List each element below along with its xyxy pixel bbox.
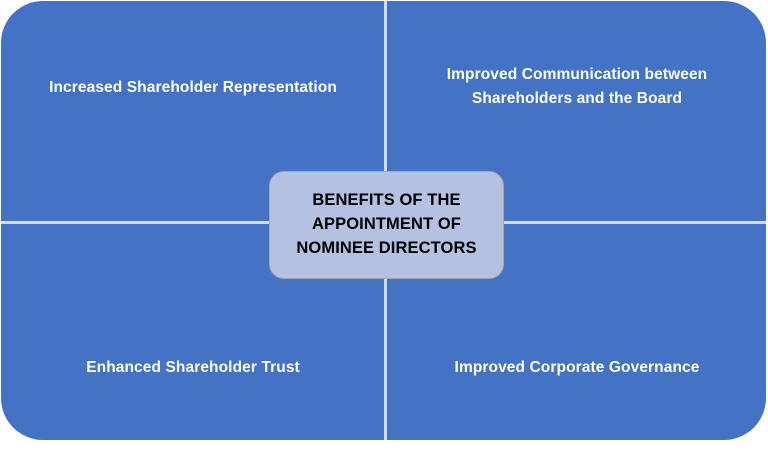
quadrant-bottom-left-label: Enhanced Shareholder Trust: [86, 359, 300, 376]
quadrant-top-right[interactable]: Improved Communication between Sharehold…: [387, 2, 766, 221]
quadrant-bottom-right-label: Improved Corporate Governance: [454, 359, 700, 376]
quadrant-top-right-label: Improved Communication between Sharehold…: [446, 66, 708, 108]
quadrant-matrix-shape: Increased Shareholder Representation Imp…: [1, 1, 766, 440]
quadrant-bottom-right[interactable]: Improved Corporate Governance: [387, 224, 766, 440]
center-hub-title: BENEFITS OF THE APPOINTMENT OF NOMINEE D…: [296, 191, 477, 257]
quadrant-top-left-label: Increased Shareholder Representation: [49, 79, 337, 96]
center-hub-box[interactable]: BENEFITS OF THE APPOINTMENT OF NOMINEE D…: [269, 171, 504, 279]
quadrant-bottom-left[interactable]: Enhanced Shareholder Trust: [2, 224, 384, 440]
quadrant-top-left[interactable]: Increased Shareholder Representation: [2, 2, 384, 221]
